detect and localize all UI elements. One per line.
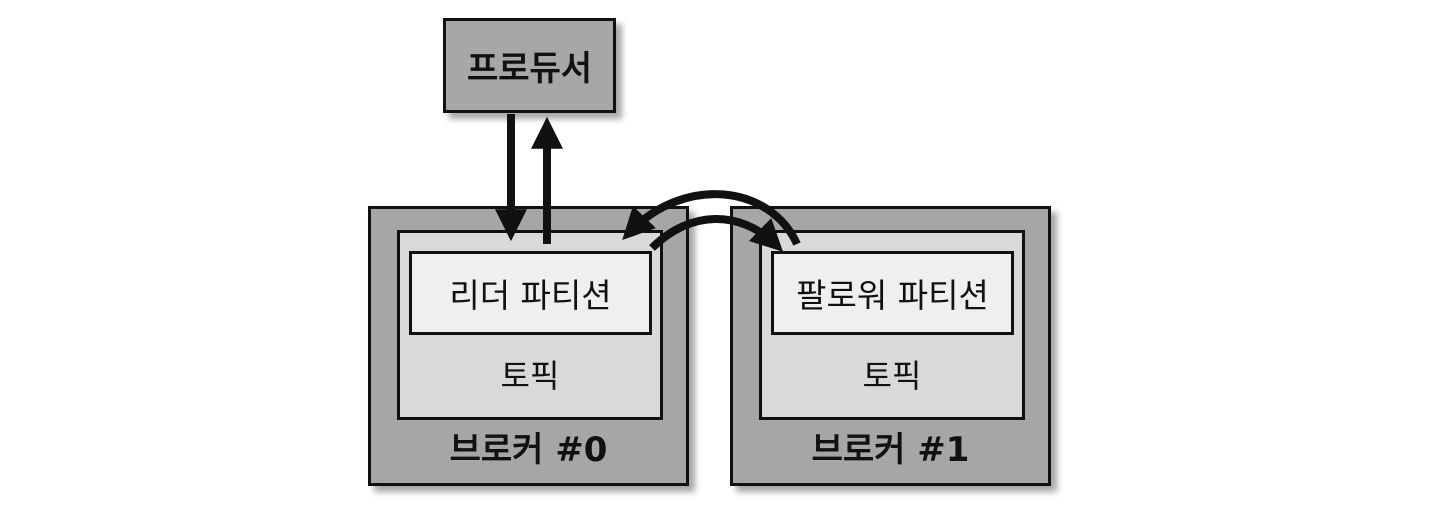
producer-label: 프로듀서 [466,49,593,89]
broker-0-topic: 리더 파티션 토픽 [397,230,663,420]
leader-partition: 리더 파티션 [409,251,652,335]
replication-arrow [649,215,784,252]
broker-1-label: 브로커 #1 [811,430,970,470]
broker-0-label: 브로커 #0 [449,430,608,470]
broker-1-topic: 팔로워 파티션 토픽 [759,230,1025,420]
broker-1-node: 팔로워 파티션 토픽 브로커 #1 [730,206,1051,486]
follower-partition-label: 팔로워 파티션 [796,276,989,315]
producer-node: 프로듀서 [443,18,616,113]
broker-0-topic-label: 토픽 [500,357,560,395]
leader-partition-label: 리더 파티션 [449,276,612,315]
follower-partition: 팔로워 파티션 [771,251,1014,335]
broker-1-topic-label: 토픽 [862,357,922,395]
fetch-request-arrow [622,190,801,246]
broker-0-node: 리더 파티션 토픽 브로커 #0 [368,206,689,486]
